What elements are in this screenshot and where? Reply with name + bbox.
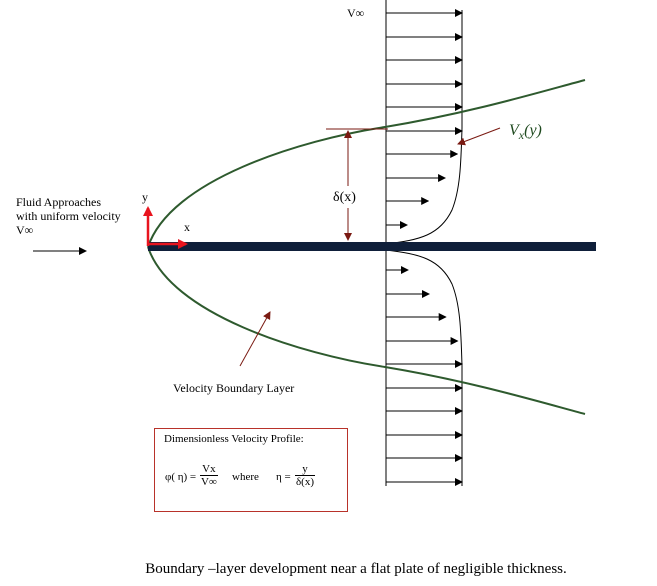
phi-fraction: Vx V∞ (200, 463, 218, 488)
profile-box-title: Dimensionless Velocity Profile: (164, 433, 304, 445)
boundary-layer-label: Velocity Boundary Layer (173, 381, 295, 395)
dimensionless-profile-box: Dimensionless Velocity Profile: φ( η) = … (154, 428, 348, 512)
y-axis-label: y (142, 190, 148, 204)
fluid-approach-label-line3: V∞ (16, 223, 34, 237)
fluid-approach-label-line2: with uniform velocity (16, 209, 121, 223)
v-infinity-label: V∞ (347, 6, 365, 20)
phi-expression: φ( η) = (165, 471, 197, 483)
figure-caption: Boundary –layer development near a flat … (145, 561, 567, 577)
flat-plate (148, 242, 596, 251)
delta-label: δ(x) (332, 190, 357, 205)
eta-expression: η = (276, 471, 291, 483)
boundary-layer-curve-upper (147, 79, 586, 248)
vx-pointer-arrow (457, 127, 501, 146)
velocity-profile-curve-bottom (385, 249, 463, 486)
fluid-approach-label-line1: Fluid Approaches (16, 195, 101, 209)
boundary-layer-curve-lower (147, 246, 586, 415)
x-axis-label: x (184, 220, 190, 234)
vx-label: Vx(y) (509, 122, 542, 143)
boundary-layer-pointer-arrow (239, 311, 271, 367)
where-text: where (232, 471, 259, 483)
velocity-profile-curve-top (385, 10, 463, 245)
eta-fraction: y δ(x) (295, 463, 316, 488)
velocity-profile-arrows (386, 9, 463, 486)
